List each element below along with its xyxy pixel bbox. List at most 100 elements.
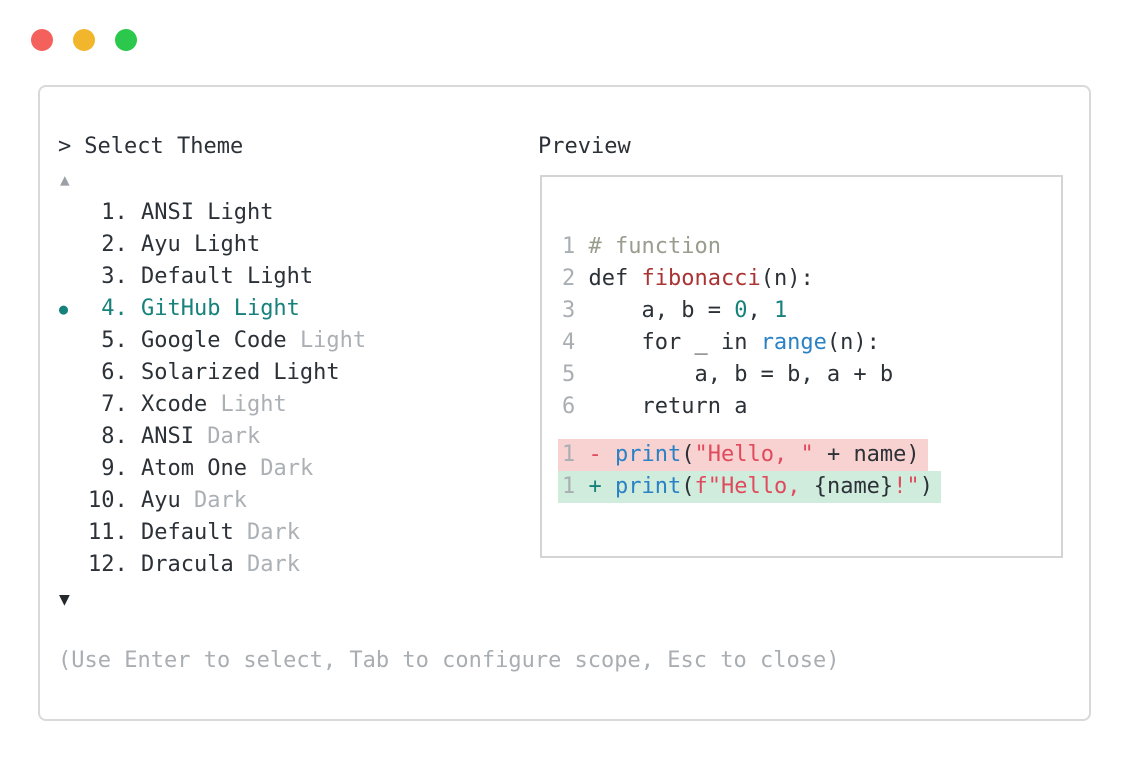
marker-spacer [58, 549, 88, 581]
theme-name: Default Light [140, 264, 314, 289]
code-segment: for _ in [588, 330, 761, 355]
theme-variant: Dark [246, 552, 300, 577]
theme-list-item[interactable]: 5. Google Code Light [58, 325, 540, 357]
theme-list-item[interactable]: 12. Dracula Dark [58, 549, 540, 581]
code-segment: !" [893, 474, 920, 499]
code-segment: fibonacci [641, 266, 761, 291]
theme-number: 3. [88, 264, 141, 289]
code-segment: print [615, 442, 682, 467]
theme-list-item[interactable]: 1. ANSI Light [58, 197, 540, 229]
code-spacer [562, 423, 1061, 439]
code-segment: {name} [813, 474, 894, 499]
prompt-icon: > [58, 134, 72, 159]
code-segment: + [588, 474, 615, 499]
code-segment: return a [588, 394, 748, 419]
theme-number: 8. [88, 424, 141, 449]
theme-name: Atom One [140, 456, 261, 481]
code-segment: # function [588, 234, 721, 259]
theme-variant: Dark [246, 520, 300, 545]
theme-list-item[interactable]: 8. ANSI Dark [58, 421, 540, 453]
theme-name: ANSI Light [140, 200, 274, 225]
code-line: 1 # function [562, 231, 1061, 263]
panel-main: > Select Theme ▲ 1. ANSI Light 2. Ayu Li… [58, 131, 1063, 619]
code-segment: f"Hello, [694, 474, 814, 499]
code-segment: print [615, 474, 682, 499]
theme-number: 2. [88, 232, 141, 257]
line-number: 1 [562, 234, 589, 259]
theme-list-item[interactable]: ● 4. GitHub Light [58, 293, 540, 325]
code-segment: , [747, 298, 774, 323]
code-segment: def [588, 266, 642, 291]
marker-spacer [58, 229, 88, 261]
marker-spacer [58, 357, 88, 389]
theme-name: Default [140, 520, 247, 545]
theme-number: 5. [88, 328, 141, 353]
theme-name: Xcode [140, 392, 221, 417]
minimize-button[interactable] [73, 29, 95, 51]
window-controls [31, 29, 137, 51]
scroll-up-icon[interactable]: ▲ [60, 170, 70, 189]
code-segment: (n): [826, 330, 880, 355]
code-segment: (n): [760, 266, 814, 291]
code-segment: 0 [734, 298, 748, 323]
theme-name: Dracula [140, 552, 247, 577]
zoom-button[interactable] [115, 29, 137, 51]
code-segment: a, b = b, a + b [588, 362, 894, 387]
picker-title: Select Theme [84, 134, 244, 159]
line-number: 3 [562, 298, 589, 323]
theme-list-item[interactable]: 10. Ayu Dark [58, 485, 540, 517]
line-number: 4 [562, 330, 589, 355]
selected-bullet-icon: ● [59, 300, 69, 318]
marker-spacer [58, 453, 88, 485]
diff-added-line: 1 + print(f"Hello, {name}!") [558, 471, 941, 503]
theme-variant: Dark [193, 488, 247, 513]
code-line: 2 def fibonacci(n): [562, 263, 1061, 295]
theme-name: GitHub Light [140, 296, 300, 321]
theme-name: Ayu [140, 488, 194, 513]
theme-name: Solarized Light [140, 360, 340, 385]
theme-number: 10. [88, 488, 141, 513]
marker-spacer [58, 261, 88, 293]
line-number: 5 [562, 362, 589, 387]
code-segment: - [588, 442, 615, 467]
theme-number: 9. [88, 456, 141, 481]
code-segment: ( [681, 474, 695, 499]
code-segment: 1 [773, 298, 788, 323]
theme-number: 4. [88, 296, 141, 321]
theme-number: 12. [88, 552, 141, 577]
theme-number: 11. [88, 520, 141, 545]
code-segment: ) [919, 474, 933, 499]
code-segment: range [760, 330, 827, 355]
picker-header: > Select Theme [58, 131, 540, 163]
marker-spacer [58, 421, 88, 453]
code-line: 6 return a [562, 391, 1061, 423]
marker-spacer [58, 325, 88, 357]
code-segment: "Hello, " [694, 442, 814, 467]
theme-list-item[interactable]: 9. Atom One Dark [58, 453, 540, 485]
line-number: 6 [562, 394, 589, 419]
theme-list-item[interactable]: 11. Default Dark [58, 517, 540, 549]
theme-number: 6. [88, 360, 141, 385]
theme-variant: Dark [260, 456, 314, 481]
marker-spacer [58, 197, 88, 229]
theme-variant: Dark [207, 424, 261, 449]
code-segment: a, b = [588, 298, 735, 323]
theme-list-item[interactable]: 7. Xcode Light [58, 389, 540, 421]
marker-spacer [58, 517, 88, 549]
close-button[interactable] [31, 29, 53, 51]
help-text: (Use Enter to select, Tab to configure s… [58, 648, 840, 673]
theme-list-section: > Select Theme ▲ 1. ANSI Light 2. Ayu Li… [58, 131, 540, 619]
scroll-down-icon[interactable]: ▼ [59, 589, 70, 610]
theme-list-item[interactable]: 6. Solarized Light [58, 357, 540, 389]
code-segment: ( [681, 442, 695, 467]
theme-name: Google Code [140, 328, 300, 353]
code-line: 5 a, b = b, a + b [562, 359, 1061, 391]
code-segment: + name) [813, 442, 920, 467]
theme-number: 7. [88, 392, 141, 417]
line-number: 1 [562, 442, 589, 467]
theme-list-item[interactable]: 3. Default Light [58, 261, 540, 293]
theme-list-item[interactable]: 2. Ayu Light [58, 229, 540, 261]
